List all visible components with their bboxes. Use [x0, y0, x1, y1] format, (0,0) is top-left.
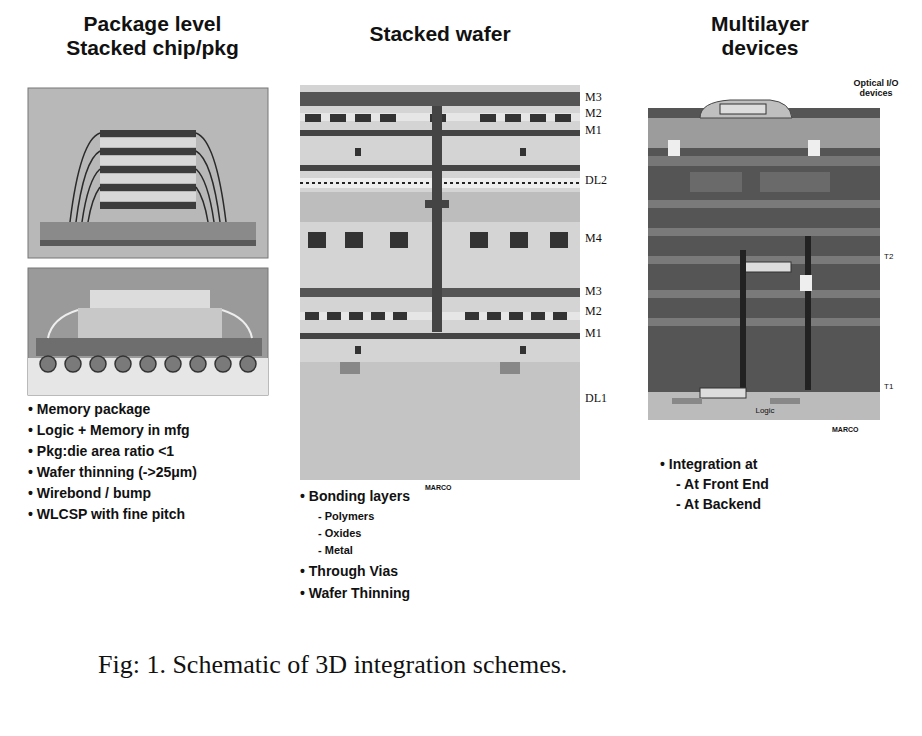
- figure-caption: Fig: 1. Schematic of 3D integration sche…: [98, 650, 798, 680]
- sub-item: - Oxides: [318, 527, 468, 540]
- bullet-item: • Wafer thinning (->25μm): [28, 464, 288, 480]
- sub-item: - Metal: [318, 544, 468, 557]
- sub-item: - At Backend: [676, 496, 876, 512]
- column-heading: Stacked wafer: [330, 22, 550, 46]
- layer-label: M4: [585, 232, 625, 246]
- layer-label: M1: [585, 124, 625, 138]
- multilayer-device: [648, 100, 880, 420]
- source-mark: MARCO: [832, 426, 882, 434]
- layer-label: T1: [884, 382, 918, 391]
- layer-label: M1: [585, 327, 625, 341]
- stacked-wafer-section: [300, 85, 580, 480]
- layer-label: M3: [585, 285, 625, 299]
- layer-label: M2: [585, 305, 625, 319]
- sub-item: - Polymers: [318, 510, 468, 523]
- layer-label: T2: [884, 252, 918, 261]
- stacked-chip-photo: [28, 88, 268, 258]
- bullet-item: • Wafer Thinning: [300, 585, 500, 601]
- bullet-item: • Memory package: [28, 401, 288, 417]
- sub-item: - At Front End: [676, 476, 876, 492]
- bullet-item: • Through Vias: [300, 563, 500, 579]
- bullet-item: • Pkg:die area ratio <1: [28, 443, 288, 459]
- bullet-item: • Logic + Memory in mfg: [28, 422, 288, 438]
- layer-label: M3: [585, 91, 625, 105]
- bullet-item: • WLCSP with fine pitch: [28, 506, 288, 522]
- callout-label: Optical I/O devices: [840, 78, 912, 99]
- layer-label: M2: [585, 107, 625, 121]
- region-label: Logic: [740, 406, 790, 415]
- bullet-item: • Wirebond / bump: [28, 485, 288, 501]
- source-mark: MARCO: [425, 484, 465, 492]
- layer-label: DL2: [585, 174, 625, 188]
- column-heading: Multilayer devices: [680, 12, 840, 60]
- layer-label: DL1: [585, 392, 625, 406]
- bullet-item: • Integration at: [660, 456, 860, 472]
- package-photo: [28, 268, 268, 395]
- column-heading: Package level Stacked chip/pkg: [55, 12, 250, 60]
